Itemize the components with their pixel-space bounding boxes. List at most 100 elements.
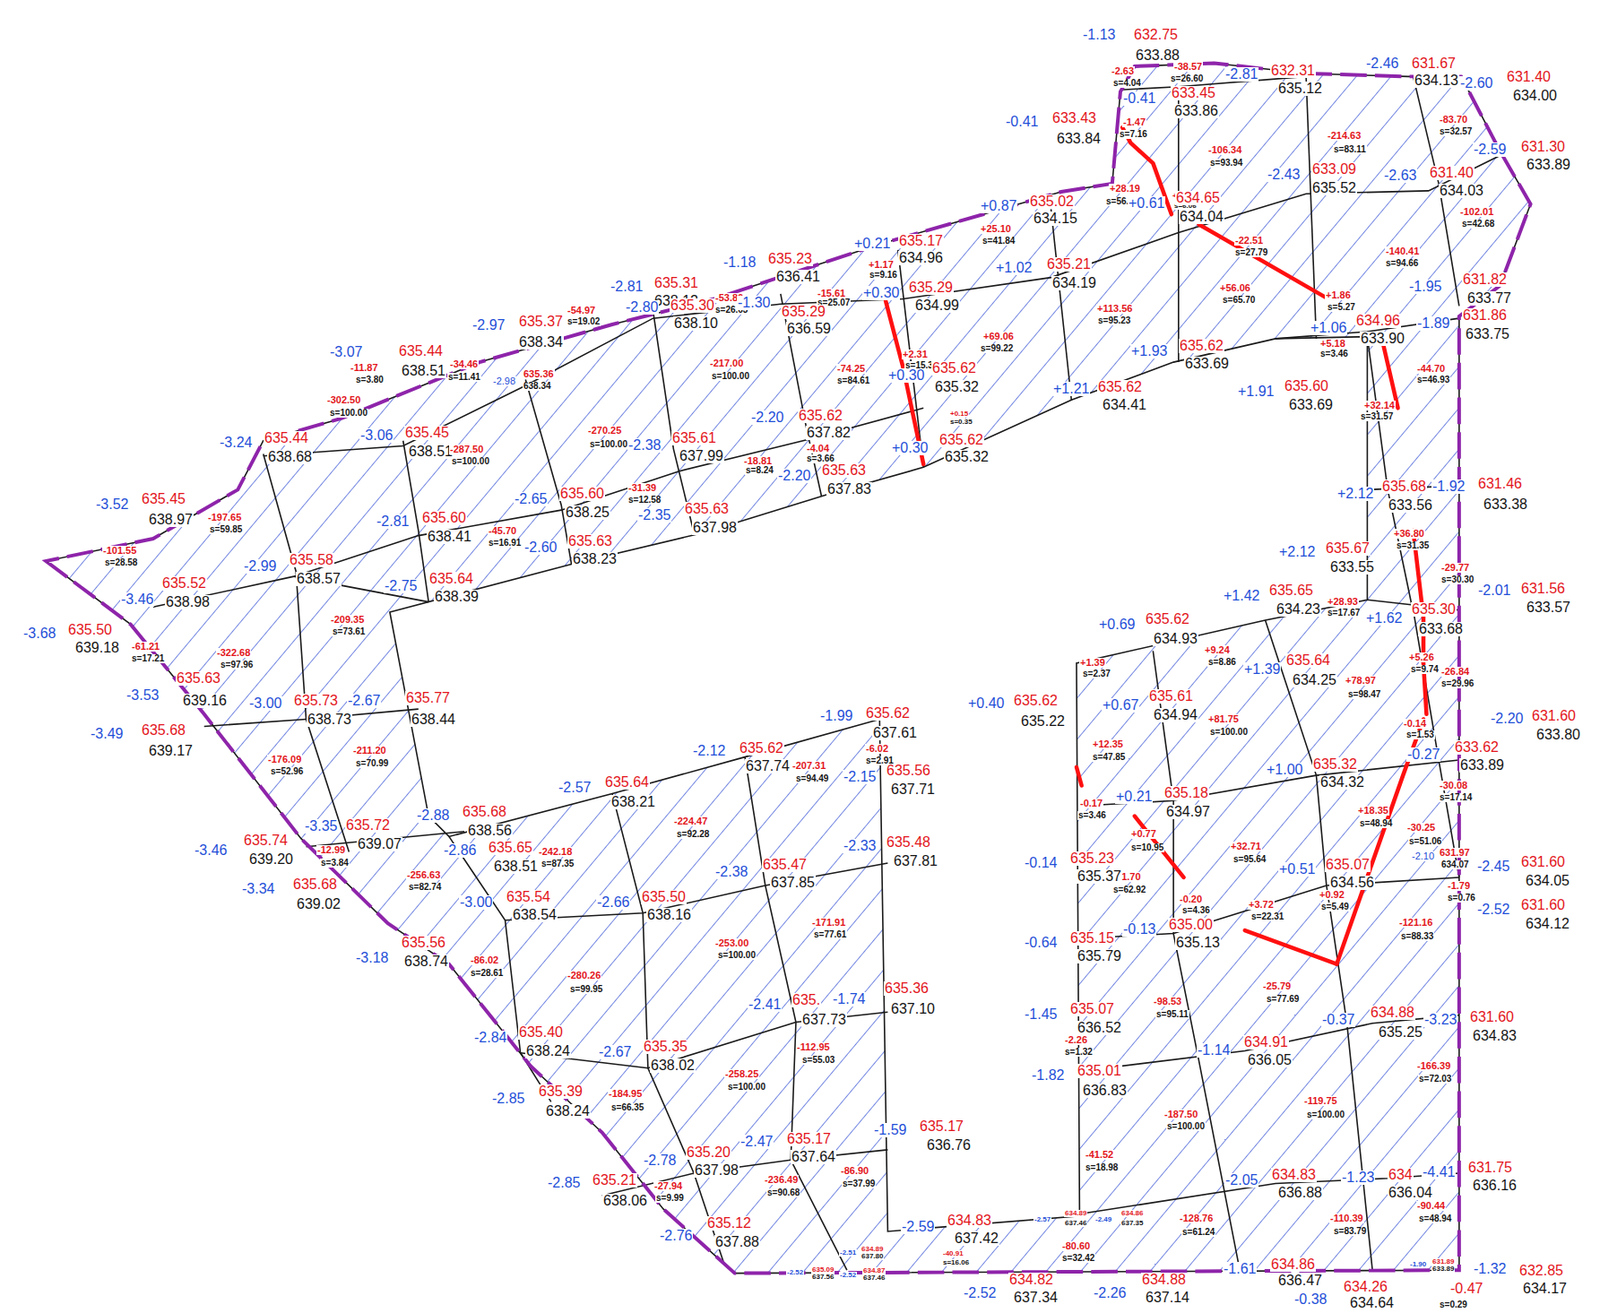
elevation-design: 635.45 [140,492,187,507]
elevation-design: 635.62 [738,741,785,756]
elevation-design: 633.45 [1170,86,1217,101]
volume-label: +28.19 [1108,183,1142,194]
grid-line [505,863,889,921]
cut-fill-height: -2.88 [415,808,450,823]
elevation-existing: 634.41 [1101,397,1148,413]
area-label: s=22.31 [1250,912,1285,922]
volume-label: 635.09 [811,1266,835,1274]
elevation-design: 635.74 [242,833,289,848]
area-label: s=8.24 [744,466,775,476]
area-label: s=29.96 [1440,679,1475,689]
elevation-existing: 636.76 [925,1138,972,1153]
volume-label: -0.17 [1079,798,1104,809]
cut-fill-height: -3.00 [458,895,493,910]
elevation-existing: 633.68 [1418,622,1464,637]
elevation-existing: 636.05 [1246,1053,1293,1068]
volume-label: -44.70 [1416,363,1446,374]
elevation-design: 631.60 [1530,709,1577,724]
volume-label: -242.18 [537,847,573,857]
area-label: s=3.46 [1077,811,1108,821]
volume-label: -83.70 [1438,114,1469,125]
elevation-existing: 636.88 [1277,1185,1324,1201]
elevation-existing: 633.77 [1466,291,1513,306]
area-label: s=41.84 [981,236,1016,246]
cut-fill-height: -2.78 [642,1153,677,1168]
elevation-design: 635.44 [263,431,310,446]
elevation-design: 635.52 [161,576,208,591]
volume-label: -27.94 [653,1181,684,1192]
elevation-existing: 637.71 [890,782,936,797]
elevation-existing: 634.99 [914,298,960,313]
cut-fill-height: -3.53 [125,688,160,703]
area-label: s=100.00 [588,440,629,450]
area-label: s=95.64 [1232,855,1267,865]
area-label: s=11.41 [447,372,482,382]
volume-label: -121.16 [1398,917,1434,928]
volume-label: -61.21 [130,641,161,652]
elevation-design: 634.83 [946,1213,993,1229]
elevation-existing: 633.75 [1464,327,1511,342]
cut-fill-height: -3.07 [328,345,364,360]
elevation-existing: 633.56 [1387,498,1434,513]
elevation-existing: 634.17 [1522,1281,1568,1297]
area-label: s=90.68 [766,1188,801,1198]
area-label: s=65.70 [1221,295,1256,305]
volume-label: -207.31 [791,761,827,771]
elevation-existing: 638.34 [518,335,564,350]
elevation-existing: 633.69 [1288,397,1334,413]
elevation-design: 631.75 [1467,1160,1514,1176]
elevation-existing: 634.64 [1349,1296,1395,1311]
elevation-design: 635.62 [1012,693,1059,709]
cut-fill-height: -3.46 [193,843,228,858]
area-label: s=17.14 [1438,793,1473,803]
elevation-existing: 638.44 [410,712,457,727]
cut-fill-height: -2.35 [637,508,672,523]
elevation-design: 635.63 [567,534,614,549]
cut-fill-height: -2.76 [658,1228,693,1244]
volume-label: -214.63 [1326,130,1362,141]
area-label: s=48.94 [1418,1214,1453,1224]
elevation-design: 635.62 [1097,380,1143,395]
area-label: 634.07 [1440,860,1471,870]
area-label: s=31.35 [1395,541,1430,551]
area-label: 638.34 [522,381,553,391]
elevation-existing: 639.20 [248,852,295,867]
site-outline [45,63,1531,1274]
elevation-design: 635.62 [1144,612,1191,627]
cut-fill-height: -2.75 [383,579,418,594]
elevation-existing: 638.24 [525,1044,571,1059]
elevation-design: 635.07 [1324,857,1371,873]
elevation-existing: 637.99 [678,449,725,464]
elevation-existing: 637.74 [744,759,791,774]
volume-label: -1.79 [1446,881,1471,891]
elevation-design: 635.61 [1148,689,1194,704]
cut-fill-height: -2.52 [786,1269,805,1277]
cut-fill-height: -0.27 [1406,747,1441,762]
elevation-existing: 636.41 [775,269,822,285]
area-label: s=83.79 [1332,1227,1367,1237]
cut-fill-height: +0.51 [1278,862,1316,877]
volume-label: -224.47 [673,816,709,827]
elevation-design: 631.67 [1410,56,1457,71]
elevation-design: 635.23 [1069,851,1116,866]
elevation-design: 635.17 [898,233,944,249]
cut-fill-height: -1.45 [1023,1007,1058,1022]
cut-fill-height: -0.37 [1321,1012,1356,1028]
cut-fill-height: +1.91 [1236,384,1275,399]
cut-fill-height: +1.42 [1222,588,1261,604]
cut-fill-height: -2.60 [523,540,558,555]
cut-fill-height: +0.21 [1115,789,1153,805]
cut-fill-height: +0.30 [887,368,926,383]
elevation-existing: 634.32 [1319,775,1366,790]
elevation-design: 634.88 [1141,1272,1187,1288]
elevation-existing: 637.83 [826,482,873,497]
elevation-existing: 637.81 [892,854,939,869]
elevation-design: 631.56 [1520,581,1566,597]
area-label: 637.80 [860,1253,884,1261]
elevation-design: 635.00 [1167,917,1214,933]
volume-label: +9.24 [1203,645,1231,656]
volume-label: +0.92 [1318,890,1346,900]
elevation-design: 635.63 [175,671,222,686]
area-label: s=4.36 [1181,906,1211,916]
volume-label: +5.18 [1319,338,1347,349]
